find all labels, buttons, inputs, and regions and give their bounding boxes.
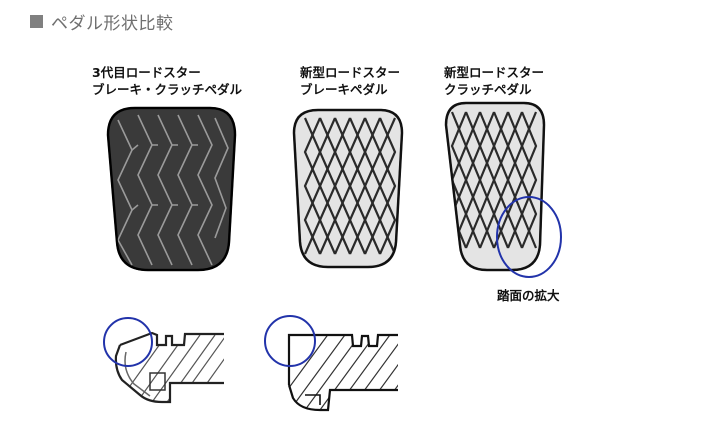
tread-highlight-circle bbox=[496, 196, 562, 278]
caption-new-brake-line2: ブレーキペダル bbox=[300, 82, 388, 97]
caption-new-clutch-line2: クラッチペダル bbox=[444, 82, 532, 97]
caption-old-pedal: 3代目ロードスター ブレーキ・クラッチペダル bbox=[92, 64, 242, 98]
new-clutch-pedal-illustration bbox=[444, 101, 546, 272]
new-section-highlight-circle bbox=[264, 315, 316, 367]
old-section-highlight-circle bbox=[103, 317, 153, 367]
caption-new-brake-line1: 新型ロードスター bbox=[300, 65, 401, 80]
new-pedal-cross-section bbox=[287, 333, 398, 412]
page-title: ペダル形状比較 bbox=[51, 13, 174, 34]
caption-new-clutch-pedal: 新型ロードスター クラッチペダル bbox=[444, 64, 544, 98]
callout-label: 踏面の拡大 bbox=[497, 288, 560, 303]
caption-old-pedal-line2: ブレーキ・クラッチペダル bbox=[92, 82, 243, 97]
caption-new-clutch-line1: 新型ロードスター bbox=[444, 65, 545, 80]
section-header: ペダル形状比較 bbox=[30, 10, 174, 34]
new-brake-pedal-illustration bbox=[292, 108, 404, 269]
caption-old-pedal-line1: 3代目ロードスター bbox=[92, 65, 201, 80]
old-pedal-cross-section bbox=[114, 331, 224, 404]
caption-new-brake-pedal: 新型ロードスター ブレーキペダル bbox=[300, 64, 400, 98]
old-pedal-illustration bbox=[106, 106, 237, 272]
bullet-square-icon bbox=[30, 14, 43, 28]
